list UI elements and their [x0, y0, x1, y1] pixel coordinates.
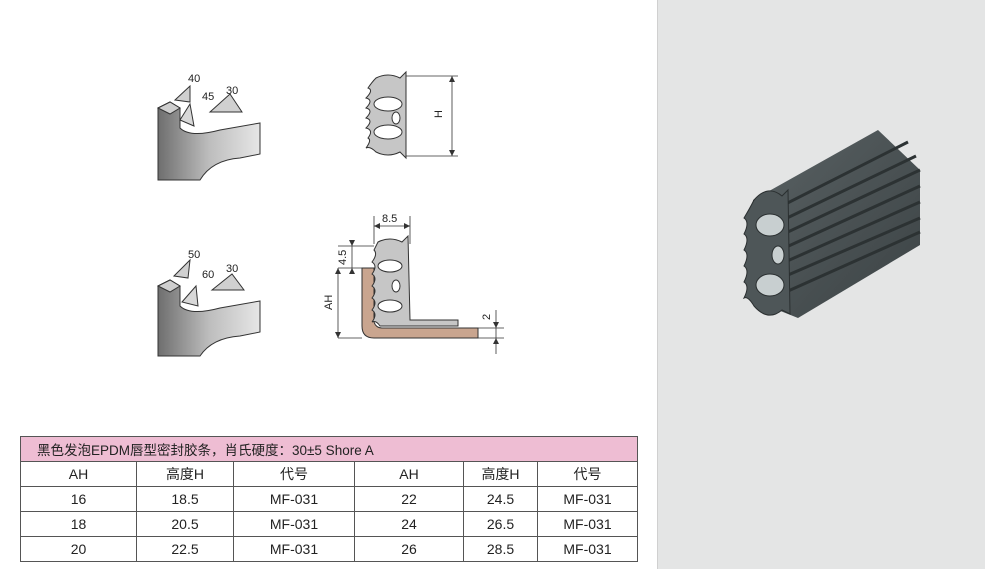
table-cell: MF-031 [233, 511, 355, 537]
angle-label: 40 [188, 73, 200, 85]
dim-ah-label: AH [323, 295, 335, 310]
dim-width-label: 8.5 [382, 213, 397, 225]
table-header-row: AH 高度H 代号 AH 高度H 代号 [20, 461, 639, 487]
table-cell: 22 [354, 486, 464, 512]
table-row: 20 22.5 MF-031 26 28.5 MF-031 [20, 536, 639, 562]
table-cell: 24.5 [463, 486, 538, 512]
table-title: 黑色发泡EPDM唇型密封胶条，肖氏硬度：30±5 Shore A [19, 436, 639, 462]
angle-label: 45 [202, 91, 214, 103]
table-cell: 24 [354, 511, 464, 537]
column-header: AH [354, 461, 464, 487]
spec-table: 黑色发泡EPDM唇型密封胶条，肖氏硬度：30±5 Shore A AH 高度H … [19, 436, 639, 562]
table-cell: MF-031 [233, 536, 355, 562]
table-cell: MF-031 [233, 486, 355, 512]
column-header: AH [20, 461, 137, 487]
table-cell: 20.5 [136, 511, 234, 537]
lip-angle-drawing-bottom: 50 60 30 [150, 246, 270, 361]
mounting-section-drawing: 8.5 4.5 AH 2 [318, 210, 508, 360]
angle-label: 30 [226, 85, 238, 97]
table-cell: 26.5 [463, 511, 538, 537]
angle-label: 30 [226, 263, 238, 275]
table-row: 16 18.5 MF-031 22 24.5 MF-031 [20, 486, 639, 512]
column-header: 代号 [536, 461, 639, 487]
table-cell: 26 [354, 536, 464, 562]
table-cell: 22.5 [136, 536, 234, 562]
table-row: 18 20.5 MF-031 24 26.5 MF-031 [20, 511, 639, 537]
table-cell: 18 [20, 511, 137, 537]
product-image-panel [657, 0, 985, 569]
angle-label: 60 [202, 269, 214, 281]
lip-angle-drawing-top: 40 45 30 [150, 68, 270, 183]
table-cell: MF-031 [536, 536, 639, 562]
seal-strip-product-image [742, 130, 921, 318]
table-cell: 18.5 [136, 486, 234, 512]
dim-h-label: H [433, 110, 445, 118]
column-header: 高度H [136, 461, 234, 487]
table-cell: MF-031 [536, 486, 639, 512]
profile-section-drawing: H [358, 68, 468, 163]
column-header: 高度H [463, 461, 538, 487]
table-cell: 16 [20, 486, 137, 512]
table-cell: 20 [20, 536, 137, 562]
column-header: 代号 [233, 461, 355, 487]
angle-label: 50 [188, 249, 200, 261]
dim-top-label: 4.5 [337, 250, 349, 265]
table-cell: 28.5 [463, 536, 538, 562]
table-cell: MF-031 [536, 511, 639, 537]
dim-thickness-label: 2 [481, 314, 493, 320]
